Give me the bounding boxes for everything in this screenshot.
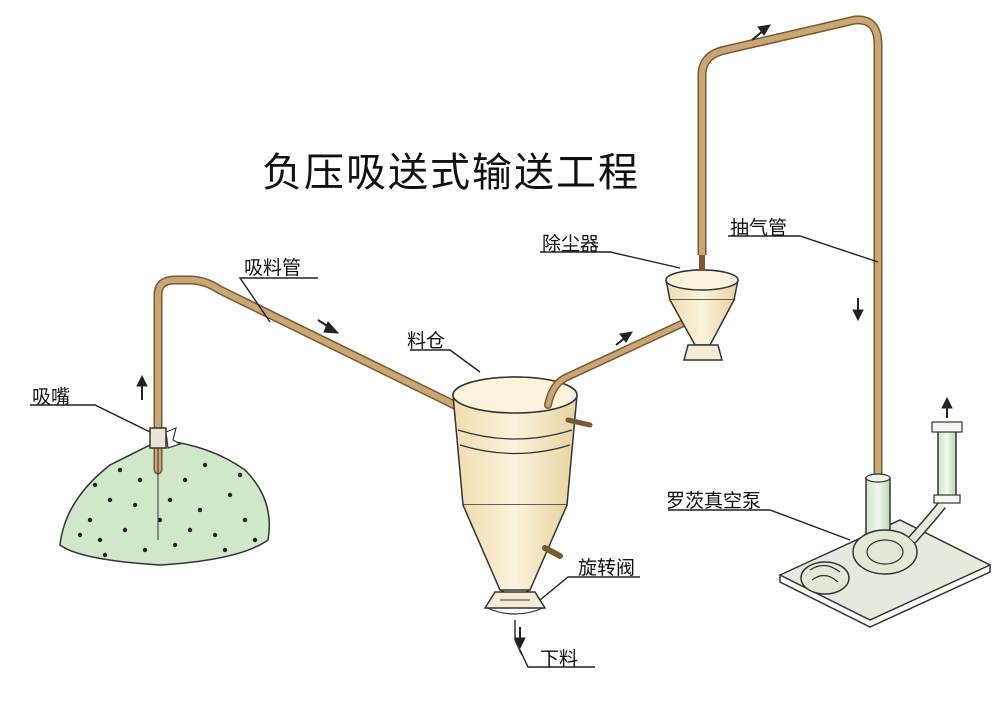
leader-lines (30, 235, 879, 668)
leader-exhaust-pipe (728, 235, 879, 263)
arrow-up-icon (136, 374, 148, 400)
leader-discharge (519, 649, 595, 668)
label-rotary-valve: 旋转阀 (578, 557, 636, 579)
label-silo: 料仓 (407, 330, 446, 352)
pile-particles (77, 462, 258, 558)
silo (452, 376, 593, 595)
arrow-down-icon (852, 298, 864, 322)
label-nozzle: 吸嘴 (32, 386, 71, 408)
leader-roots-pump (668, 509, 851, 541)
leader-nozzle (30, 404, 151, 433)
suction-pipe (153, 275, 480, 540)
material-pile (59, 439, 271, 566)
flow-arrows (136, 24, 953, 650)
exhaust-silencer (931, 421, 963, 504)
exhaust-pipe (697, 15, 883, 480)
arrow-up-right-icon (615, 331, 633, 346)
arrow-up-right-icon (751, 24, 771, 41)
label-exhaust-pipe: 抽气管 (730, 217, 788, 239)
arrow-right-down-icon (317, 319, 340, 334)
transfer-pipe (544, 316, 694, 409)
diagram-title: 负压吸送式输送工程 (262, 150, 640, 196)
arrow-up-icon (941, 396, 953, 418)
label-dust-collector: 除尘器 (542, 233, 600, 255)
leader-suction-pipe (238, 277, 318, 323)
rotary-valve (483, 591, 547, 615)
valve-handle (542, 545, 563, 559)
leader-silo (410, 349, 481, 373)
leader-rotary-valve (539, 576, 640, 601)
dust-collector (665, 255, 739, 361)
leader-dust-collector (540, 251, 681, 269)
label-roots-pump: 罗茨真空泵 (666, 490, 762, 512)
label-suction-pipe: 吸料管 (244, 257, 302, 279)
label-discharge: 下料 (540, 648, 579, 670)
arrow-down-icon (514, 627, 526, 650)
suction-nozzle (149, 427, 182, 449)
roots-vacuum-pump (778, 473, 992, 628)
